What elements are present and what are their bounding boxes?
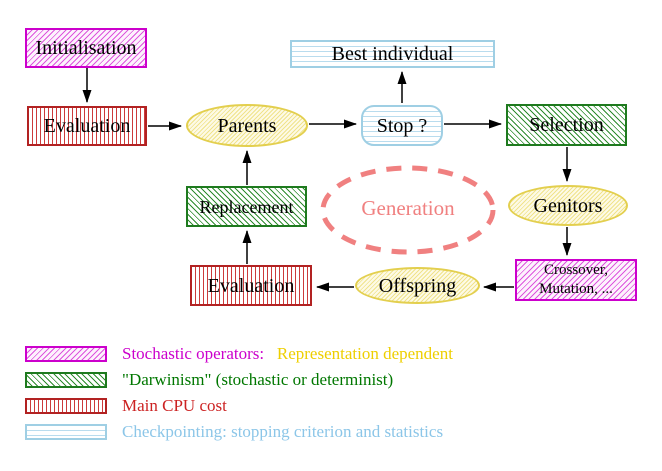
legend-label-stochastic-operators: Stochastic operators: Representation dep… bbox=[122, 344, 453, 363]
node-evaluation-top: Evaluation bbox=[27, 106, 147, 146]
node-stop: Stop ? bbox=[361, 105, 443, 146]
node-parents: Parents bbox=[186, 104, 308, 147]
generation-label: Generation bbox=[361, 196, 455, 220]
node-genitors: Genitors bbox=[508, 185, 628, 226]
node-replacement: Replacement bbox=[186, 186, 307, 227]
node-evaluation-bottom: Evaluation bbox=[190, 265, 312, 306]
node-initialisation: Initialisation bbox=[25, 28, 147, 68]
node-best-individual: Best individual bbox=[290, 40, 495, 68]
legend-label-checkpointing: Checkpointing: stopping criterion and st… bbox=[122, 422, 444, 441]
crossover-line2: Mutation, ... bbox=[539, 281, 613, 297]
node-offspring: Offspring bbox=[355, 267, 480, 304]
legend-swatch-darwinism bbox=[25, 372, 107, 388]
legend-swatch-stochastic-operators bbox=[25, 346, 107, 362]
node-selection: Selection bbox=[506, 104, 627, 146]
node-crossover-mutation: Crossover, Mutation, ... bbox=[515, 259, 637, 301]
legend-swatch-cpu-cost bbox=[25, 398, 107, 414]
crossover-line1: Crossover, bbox=[544, 261, 608, 278]
legend-stochastic-label: Stochastic operators: bbox=[122, 344, 265, 363]
legend-spacer bbox=[268, 344, 272, 363]
legend-stochastic-note: Representation dependent bbox=[276, 344, 453, 363]
legend-swatch-checkpointing bbox=[25, 424, 107, 440]
legend-label-darwinism: "Darwinism" (stochastic or determinist) bbox=[122, 370, 394, 389]
legend-label-cpu-cost: Main CPU cost bbox=[122, 396, 227, 415]
